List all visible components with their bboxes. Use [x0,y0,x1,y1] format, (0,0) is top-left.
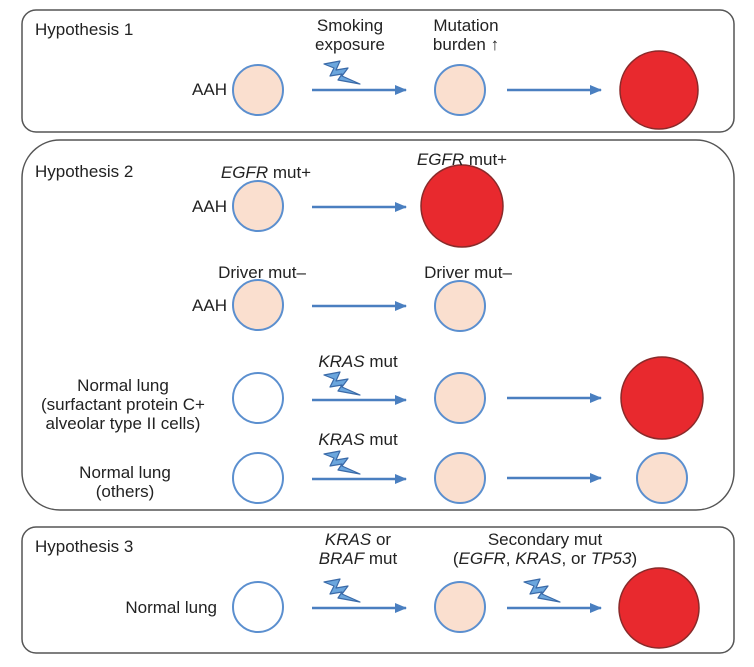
tumor-cell [618,567,700,649]
aah-cell [434,581,486,633]
hypothesis-3-panel [21,526,735,654]
hypothesis-2-panel [21,139,735,511]
normal-cell [232,581,284,633]
origin-label: Normal lung [125,598,217,617]
aah-cell [434,280,486,332]
mutation-label: EGFR mut+ [220,163,312,182]
normal-cell [232,452,284,504]
lightning-bolt-icon [323,371,361,396]
result-label: EGFR mut+ [416,150,508,169]
aah-cell [232,180,284,232]
origin-label: Normal lung (surfactant protein C+ alveo… [41,376,205,433]
mutation-label: Driver mut– [218,263,306,282]
lightning-bolt-icon [523,578,561,603]
hypothesis-3-title: Hypothesis 3 [35,537,134,556]
aah-cell [434,64,486,116]
exposure-label: Smoking exposure [315,16,385,54]
hypothesis-1-title: Hypothesis 1 [35,20,134,39]
tumor-cell [620,356,704,440]
origin-label: AAH [192,197,227,216]
aah-cell [636,452,688,504]
aah-cell [434,452,486,504]
lightning-bolt-icon [323,578,361,603]
aah-cell [232,279,284,331]
aah-cell [434,372,486,424]
mutation-label: KRAS or BRAF mut [318,530,398,568]
mutation-label: KRAS mut [318,352,398,371]
mutation-label: KRAS mut [318,430,398,449]
result-label: Driver mut– [424,263,512,282]
secondary-mutation-label: Secondary mut (EGFR, KRAS, or TP53) [452,530,638,568]
origin-label: AAH [192,296,227,315]
hypothesis-1-panel [21,9,735,133]
lightning-bolt-icon [323,60,361,85]
normal-cell [232,372,284,424]
tumor-cell [619,50,699,130]
aah-cell [232,64,284,116]
mutation-burden-label: Mutation burden ↑ [432,16,500,54]
lightning-bolt-icon [323,450,361,475]
origin-label: Normal lung (others) [79,463,171,501]
origin-label: AAH [192,80,227,99]
hypothesis-2-title: Hypothesis 2 [35,162,134,181]
tumor-cell [420,164,504,248]
